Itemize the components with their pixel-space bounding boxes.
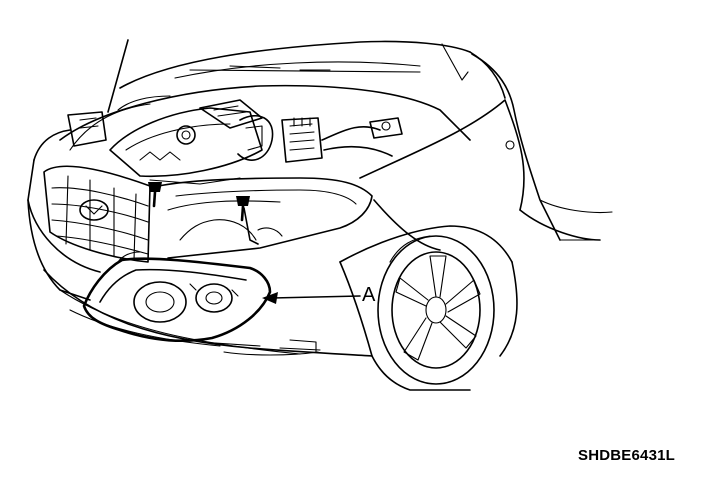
headlamp-mount: [149, 177, 373, 259]
open-hood: [119, 40, 506, 99]
front-grille: [43, 165, 151, 263]
figure-code: SHDBE6431L: [578, 447, 676, 464]
engine-bay: [59, 84, 471, 185]
hood-prop-rod: [107, 39, 469, 113]
mounting-bolts: [148, 182, 250, 222]
callout-leader: [262, 292, 361, 304]
headlamp-assembly: [82, 251, 272, 343]
right-fender: [339, 53, 613, 391]
callout-label-a: A: [362, 284, 376, 306]
front-bumper: [27, 129, 373, 357]
front-wheel: [377, 235, 495, 385]
